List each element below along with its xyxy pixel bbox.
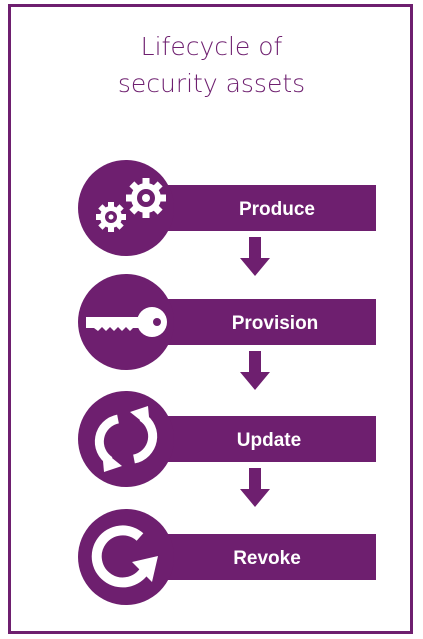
diagram-title: Lifecycle of security assets xyxy=(0,28,423,102)
stage-update: Update xyxy=(78,391,376,487)
stage-produce: Produce xyxy=(78,160,376,256)
title-line-2: security assets xyxy=(117,69,306,98)
stage-circle xyxy=(78,391,174,487)
title-line-1: Lifecycle of xyxy=(140,32,283,61)
stage-circle xyxy=(78,509,174,605)
arrow-down-icon xyxy=(240,468,270,507)
stage-provision: Provision xyxy=(78,274,376,370)
arrow-down-icon xyxy=(240,351,270,390)
stage-label: Revoke xyxy=(233,548,301,569)
stage-label: Provision xyxy=(232,313,319,334)
refresh-icon xyxy=(94,406,158,472)
key-icon xyxy=(86,307,167,337)
arrow-down-icon xyxy=(240,237,270,276)
stage-label: Produce xyxy=(239,199,315,220)
stage-label: Update xyxy=(237,430,301,451)
revoke-icon xyxy=(91,525,158,588)
gears-icon xyxy=(96,178,166,232)
stage-revoke: Revoke xyxy=(78,509,376,605)
